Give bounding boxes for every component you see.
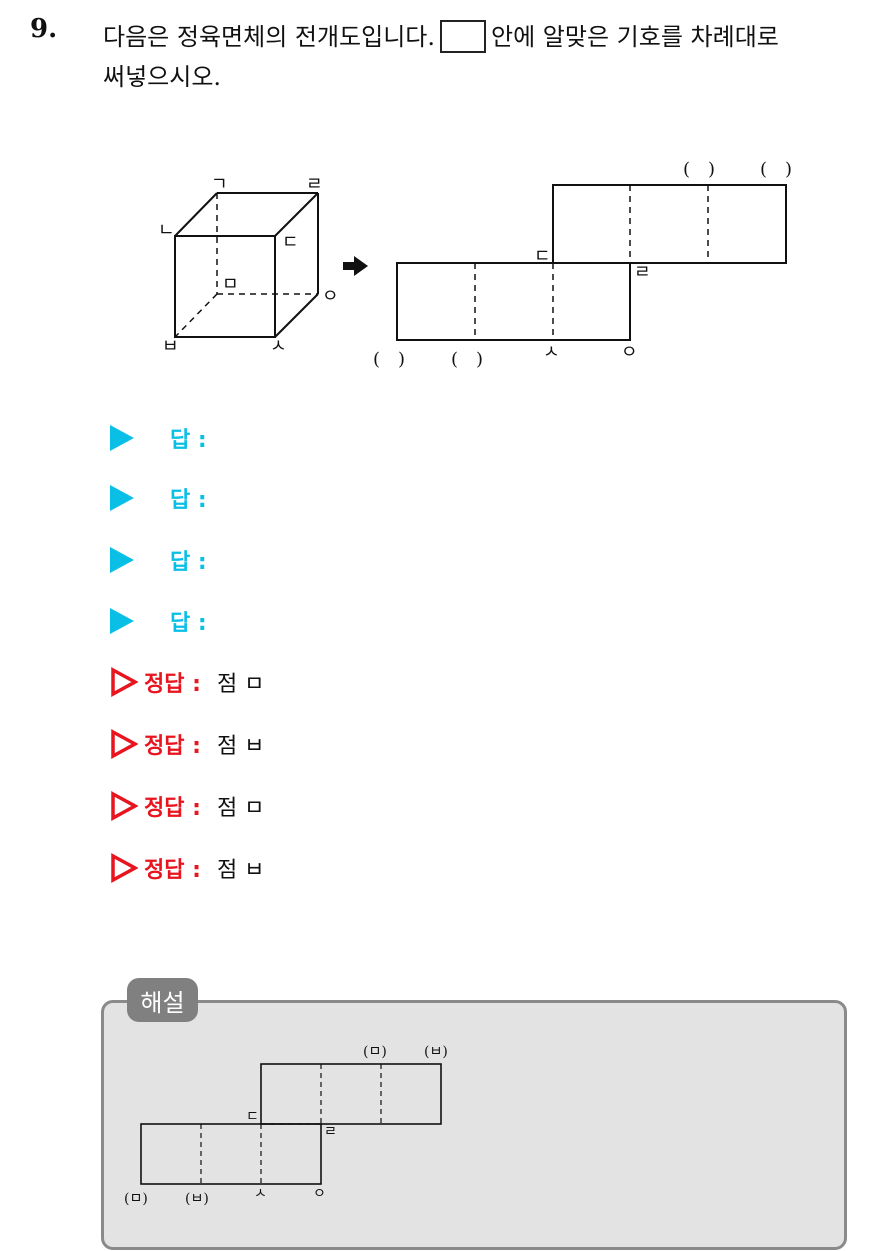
play-triangle-icon xyxy=(110,485,134,511)
cube-label-r: ㄹ xyxy=(306,174,323,195)
cube-net-diagram xyxy=(396,184,787,341)
outline-triangle-icon xyxy=(111,667,138,697)
solution-label-r: ㄹ xyxy=(324,1124,337,1140)
play-triangle-icon xyxy=(110,425,134,451)
net-blank-top-1: ( ) xyxy=(683,159,715,180)
correct-label: 정답 : xyxy=(144,672,201,697)
solution-tab: 해설 xyxy=(127,978,198,1022)
question-text-end: 안에 알맞은 기호를 차례대로 xyxy=(491,23,779,51)
correct-answer-row: 정답 : 점 ㅁ xyxy=(110,664,264,700)
correct-value: 점 ㅂ xyxy=(216,858,265,883)
solution-net-diagram: (ㅁ) (ㅂ) ㄷ ㄹ (ㅁ) (ㅂ) ㅅ ㅇ xyxy=(124,1044,448,1207)
correct-answer-row: 정답 : 점 ㅂ xyxy=(110,726,264,762)
question-number: 9. xyxy=(30,14,58,44)
answer-row: 답 : xyxy=(110,420,207,456)
play-triangle-icon xyxy=(110,547,134,573)
correct-label: 정답 : xyxy=(144,796,201,821)
right-arrow-icon xyxy=(343,256,368,276)
correct-answer-row: 정답 : 점 ㅁ xyxy=(110,788,264,824)
net-label-s: ㅅ xyxy=(543,342,560,363)
correct-answer-row: 정답 : 점 ㅂ xyxy=(110,850,264,886)
outline-triangle-icon xyxy=(111,729,138,759)
answer-label: 답 : xyxy=(170,550,207,575)
correct-value: 점 ㅁ xyxy=(216,672,265,697)
net-blank-top-2: ( ) xyxy=(760,159,792,180)
correct-label: 정답 : xyxy=(144,858,201,883)
cube-label-m: ㅁ xyxy=(222,274,239,295)
correct-value: 점 ㅁ xyxy=(216,796,265,821)
answer-label: 답 : xyxy=(170,611,207,636)
cube-label-b: ㅂ xyxy=(162,336,179,357)
net-label-r: ㄹ xyxy=(634,262,651,283)
answer-label: 답 : xyxy=(170,428,207,453)
answer-label: 답 : xyxy=(170,488,207,513)
net-label-o: ㅇ xyxy=(621,342,638,363)
solution-label-m-top: (ㅁ) xyxy=(363,1044,387,1060)
question-figure: ㄱ ㄹ ㄴ ㄷ ㅁ ㅇ ㅂ ㅅ ( ) ( ) ㄷ ㄹ ( ) ( ) ㅅ ㅇ xyxy=(158,159,792,370)
solution-label-d: ㄷ xyxy=(246,1109,259,1125)
solution-label-s: ㅅ xyxy=(254,1186,267,1202)
play-triangle-icon xyxy=(110,608,134,634)
question-text-line1: 다음은 정육면체의 전개도입니다. 안에 알맞은 기호를 차례대로 xyxy=(103,17,779,53)
cube-label-d: ㄷ xyxy=(282,232,299,253)
correct-label: 정답 : xyxy=(144,734,201,759)
outline-triangle-icon xyxy=(111,853,138,883)
cube-label-s: ㅅ xyxy=(270,336,287,357)
answer-row: 답 : xyxy=(110,480,207,516)
solution-label-b-top: (ㅂ) xyxy=(424,1044,448,1060)
outline-triangle-icon xyxy=(111,791,138,821)
cube-label-n: ㄴ xyxy=(158,220,175,241)
blank-box xyxy=(440,20,487,53)
solution-label-o: ㅇ xyxy=(313,1186,326,1202)
answer-row: 답 : xyxy=(110,542,207,578)
answer-row: 답 : xyxy=(110,603,207,639)
solution-box xyxy=(101,1000,847,1250)
net-label-d: ㄷ xyxy=(534,246,551,267)
net-blank-bottom-1: ( ) xyxy=(373,349,405,370)
solution-label-m-bottom: (ㅁ) xyxy=(124,1191,148,1207)
question-text-start: 다음은 정육면체의 전개도입니다. xyxy=(103,23,436,51)
question-text-line2: 써넣으시오. xyxy=(103,63,222,91)
cube-label-o: ㅇ xyxy=(322,286,339,307)
cube-diagram xyxy=(174,192,319,338)
correct-value: 점 ㅂ xyxy=(216,734,265,759)
solution-label-b-bottom: (ㅂ) xyxy=(185,1191,209,1207)
cube-label-g: ㄱ xyxy=(211,174,228,195)
net-blank-bottom-2: ( ) xyxy=(451,349,483,370)
